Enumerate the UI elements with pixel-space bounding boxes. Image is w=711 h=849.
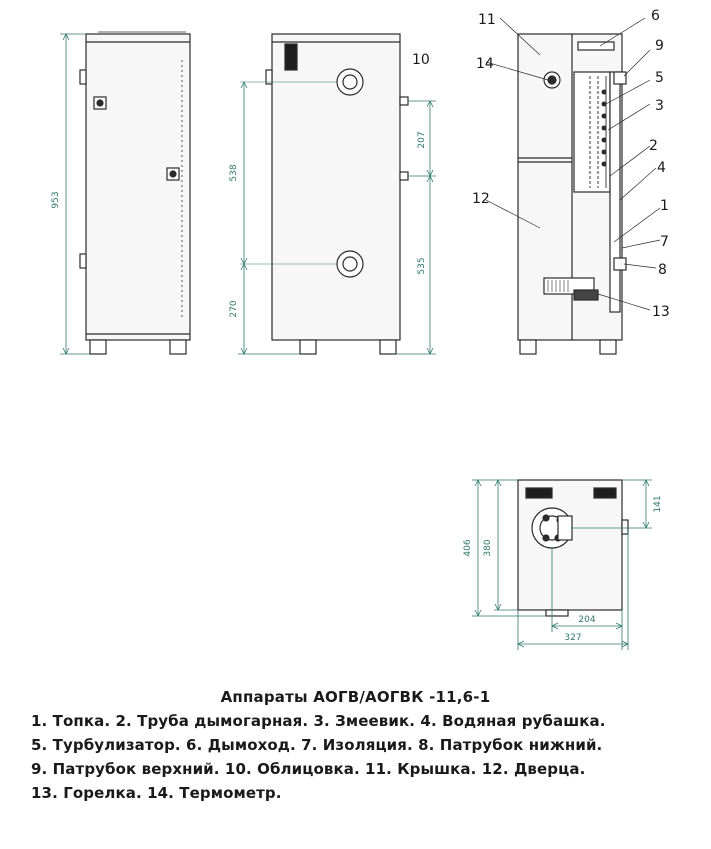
front-body xyxy=(85,33,191,341)
callout-3: 3 xyxy=(655,98,664,114)
dim-label-327: 327 xyxy=(564,633,581,643)
callout-6: 6 xyxy=(651,8,660,24)
callout-5: 5 xyxy=(655,70,664,86)
callout-10: 10 xyxy=(412,52,430,68)
top-vent-right xyxy=(593,487,617,499)
top-body xyxy=(517,479,623,611)
dim-front-height xyxy=(60,33,90,355)
callout-9: 9 xyxy=(655,38,664,54)
callout-14: 14 xyxy=(476,56,494,72)
front-view xyxy=(79,31,191,355)
dim-label-270: 270 xyxy=(229,300,239,317)
dim-label-380: 380 xyxy=(483,539,493,556)
side-view xyxy=(240,33,409,355)
top-vent-left xyxy=(525,487,553,499)
callout-12: 12 xyxy=(472,191,490,207)
dim-side-right xyxy=(396,100,436,355)
legend-line-1: 1. Топка. 2. Труба дымогарная. 3. Змееви… xyxy=(31,712,606,730)
callout-8: 8 xyxy=(658,262,667,278)
diagram-title: Аппараты АОГВ/АОГВК -11,6-1 xyxy=(220,688,491,706)
flue-collar xyxy=(577,41,615,51)
leader-lines xyxy=(485,17,661,311)
callout-2: 2 xyxy=(649,138,658,154)
callout-7: 7 xyxy=(660,234,669,250)
callout-4: 4 xyxy=(657,160,666,176)
dim-label-953: 953 xyxy=(51,191,61,208)
dim-side-left xyxy=(238,81,300,355)
front-foot-right xyxy=(169,339,187,355)
front-foot-left xyxy=(89,339,107,355)
dim-label-141: 141 xyxy=(653,495,663,512)
dim-label-406: 406 xyxy=(463,539,473,556)
dim-label-204: 204 xyxy=(578,615,595,625)
section-view xyxy=(517,33,627,355)
technical-drawing: 953 538 270 207 535 406 380 141 204 327 … xyxy=(51,8,670,650)
legend-line-4: 13. Горелка. 14. Термометр. xyxy=(31,784,282,802)
legend-line-2: 5. Турбулизатор. 6. Дымоход. 7. Изоляция… xyxy=(31,736,603,754)
legend-line-3: 9. Патрубок верхний. 10. Облицовка. 11. … xyxy=(31,760,586,778)
dim-label-535: 535 xyxy=(417,257,427,274)
side-body xyxy=(271,33,401,341)
callout-11: 11 xyxy=(478,12,496,28)
dim-label-538: 538 xyxy=(229,164,239,181)
callout-13: 13 xyxy=(652,304,670,320)
side-label-plate xyxy=(284,43,298,71)
outlet-top xyxy=(613,71,627,85)
dim-label-207: 207 xyxy=(417,131,427,148)
water-jacket xyxy=(609,71,621,313)
top-view xyxy=(517,479,629,617)
dim-top xyxy=(472,479,652,650)
callout-1: 1 xyxy=(660,198,669,214)
pipe-lower-stub xyxy=(399,171,409,181)
top-pipe-stub xyxy=(621,519,629,535)
pipe-upper-stub xyxy=(399,96,409,106)
